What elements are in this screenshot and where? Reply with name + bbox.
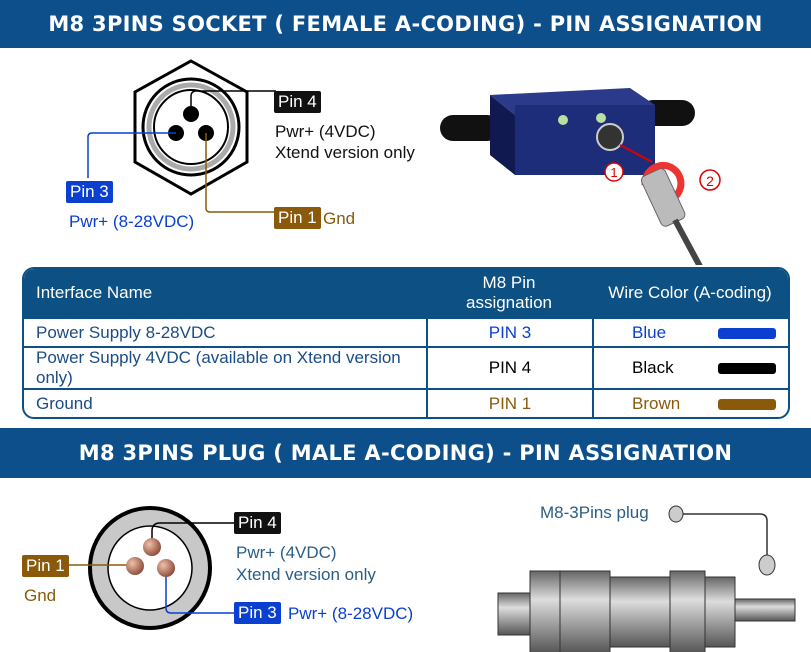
socket-section-title: M8 3PINS SOCKET ( FEMALE A-CODING) - PIN… bbox=[0, 0, 811, 48]
wire-color-swatch bbox=[718, 363, 776, 375]
step-1-badge: 1 bbox=[610, 165, 617, 180]
wire-color-name: Black bbox=[632, 358, 674, 377]
plug-pin-4 bbox=[143, 538, 161, 556]
plug-section-title: M8 3PINS PLUG ( MALE A-CODING) - PIN ASS… bbox=[0, 428, 811, 478]
socket-pin4-label: Pin 4 bbox=[274, 91, 321, 113]
table-row: Power Supply 8-28VDC PIN 3 Blue bbox=[24, 317, 788, 346]
plug-pin3-desc: Pwr+ (8-28VDC) bbox=[288, 604, 414, 623]
step-2-badge: 2 bbox=[706, 173, 714, 189]
power-port bbox=[596, 123, 624, 151]
plug-pin-3 bbox=[157, 559, 175, 577]
interface-name: Ground bbox=[24, 388, 426, 417]
plug-pin4-desc1: Pwr+ (4VDC) bbox=[236, 543, 337, 562]
plug-pin3-label: Pin 3 bbox=[234, 602, 281, 624]
pin-cell: PIN 4 bbox=[426, 346, 592, 388]
plug-pin4-desc2: Xtend version only bbox=[236, 565, 376, 584]
plug-diagram bbox=[60, 506, 236, 630]
socket-pin4-desc1: Pwr+ (4VDC) bbox=[275, 122, 376, 141]
pin-assignment-table: Interface Name M8 Pin assignation Wire C… bbox=[22, 267, 790, 419]
socket-pin1-desc: Gnd bbox=[323, 209, 356, 228]
device-front bbox=[515, 105, 655, 175]
socket-pin3-desc: Pwr+ (8-28VDC) bbox=[69, 212, 195, 231]
socket-pin1-label: Pin 1 bbox=[274, 207, 321, 229]
plug-callout-label: M8-3Pins plug bbox=[540, 503, 649, 522]
header-wire-color: Wire Color (A-coding) bbox=[592, 269, 788, 317]
plug-pin-1 bbox=[126, 557, 144, 575]
wire-color-swatch bbox=[718, 398, 776, 410]
interface-name: Power Supply 4VDC (available on Xtend ve… bbox=[24, 346, 426, 388]
socket-pin-4 bbox=[183, 106, 199, 122]
wire-color-name: Brown bbox=[632, 393, 681, 413]
socket-pin4-desc2: Xtend version only bbox=[275, 143, 415, 162]
socket-diagram bbox=[87, 59, 276, 213]
plug-pin1-label: Pin 1 bbox=[22, 555, 69, 577]
pin-cell: PIN 1 bbox=[426, 388, 592, 417]
wire-color-swatch bbox=[718, 327, 776, 339]
plug-cable bbox=[734, 598, 796, 622]
wire-color-name: Blue bbox=[632, 322, 667, 342]
plug-illustration bbox=[497, 505, 796, 652]
plug-pin1-desc: Gnd bbox=[24, 586, 57, 605]
pin-cell: PIN 3 bbox=[426, 317, 592, 346]
device-connection-illustration: 1 2 bbox=[440, 88, 721, 265]
header-pin-assignation: M8 Pin assignation bbox=[426, 269, 592, 317]
table-row: Power Supply 4VDC (available on Xtend ve… bbox=[24, 346, 788, 388]
interface-name: Power Supply 8-28VDC bbox=[24, 317, 426, 346]
header-interface-name: Interface Name bbox=[24, 269, 426, 317]
table-row: Ground PIN 1 Brown bbox=[24, 388, 788, 417]
plug-pin4-label: Pin 4 bbox=[234, 512, 281, 534]
socket-pin3-label: Pin 3 bbox=[66, 181, 113, 203]
